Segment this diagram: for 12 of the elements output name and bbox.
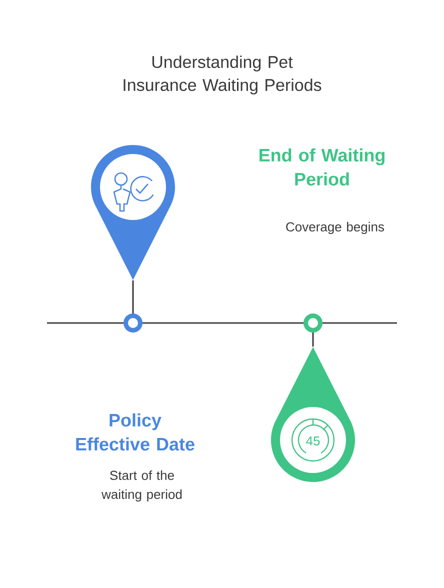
map-pin bbox=[271, 347, 355, 482]
description: Coverage begins bbox=[286, 222, 384, 234]
connector-line bbox=[47, 322, 124, 324]
connector-line bbox=[142, 322, 304, 324]
title: Understanding Pet Insurance Waiting Periods bbox=[124, 56, 322, 94]
connector-line bbox=[132, 280, 134, 314]
map-pin bbox=[91, 145, 175, 280]
heading: Policy Effective Date bbox=[76, 413, 194, 451]
heading: End of Waiting Period bbox=[260, 148, 384, 186]
connector-line bbox=[322, 322, 397, 324]
connector-line bbox=[312, 332, 314, 347]
description: Start of the waiting period bbox=[102, 470, 182, 502]
